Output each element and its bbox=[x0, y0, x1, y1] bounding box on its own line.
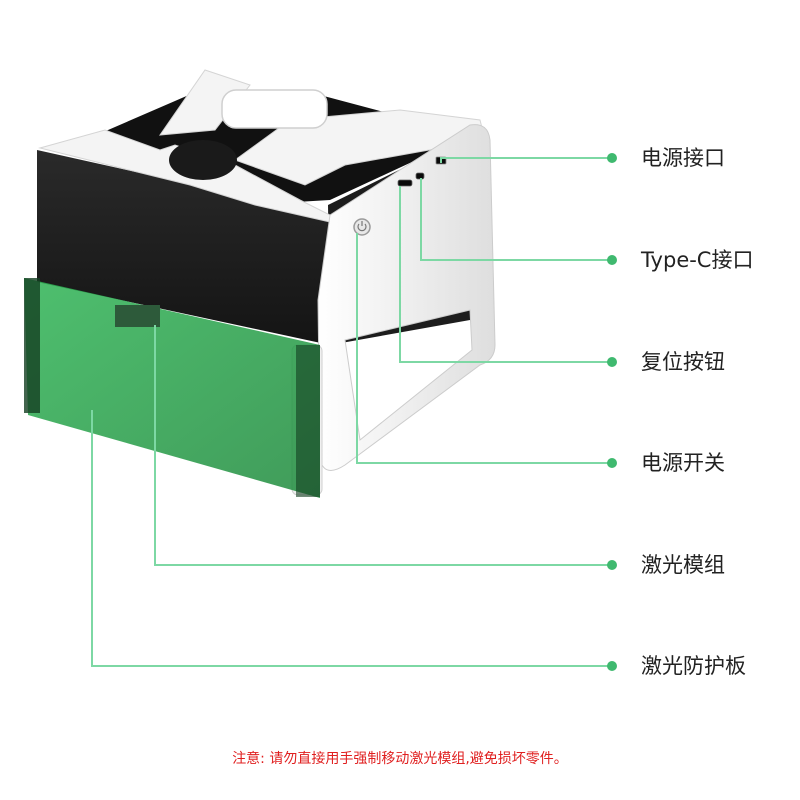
callout-dots bbox=[607, 153, 617, 671]
device-handle bbox=[221, 89, 328, 129]
device-right-frame bbox=[317, 124, 496, 471]
leader-type-c-port bbox=[420, 178, 612, 261]
leader-reset-button bbox=[399, 186, 612, 363]
dot-power-port bbox=[607, 153, 617, 163]
warning-note: 注意: 请勿直接用手强制移动激光模组,避免损坏零件。 bbox=[232, 751, 568, 767]
label-power-port: 电源接口 bbox=[641, 146, 725, 170]
label-laser-module: 激光模组 bbox=[641, 553, 725, 577]
leader-laser-module bbox=[154, 325, 612, 566]
label-type-c-port: Type-C接口 bbox=[641, 248, 754, 272]
dot-type-c-port bbox=[607, 255, 617, 265]
leader-lines bbox=[91, 157, 612, 667]
leader-laser-shield bbox=[91, 410, 612, 667]
reset-port-icon bbox=[397, 179, 413, 187]
laser-module-block bbox=[115, 305, 160, 327]
dot-power-switch bbox=[607, 458, 617, 468]
power-button-icon bbox=[353, 218, 371, 236]
leader-power-switch bbox=[356, 233, 612, 464]
label-reset-button: 复位按钮 bbox=[641, 350, 725, 374]
dot-laser-module bbox=[607, 560, 617, 570]
label-power-switch: 电源开关 bbox=[641, 451, 725, 475]
dot-laser-shield bbox=[607, 661, 617, 671]
engraver-device bbox=[24, 69, 496, 498]
dot-reset-button bbox=[607, 357, 617, 367]
laser-shield-panel bbox=[24, 278, 320, 498]
device-top-knob bbox=[169, 140, 237, 180]
device-top-frame-arm bbox=[158, 69, 251, 136]
label-laser-shield: 激光防护板 bbox=[641, 654, 746, 678]
leader-power-port bbox=[440, 157, 612, 163]
